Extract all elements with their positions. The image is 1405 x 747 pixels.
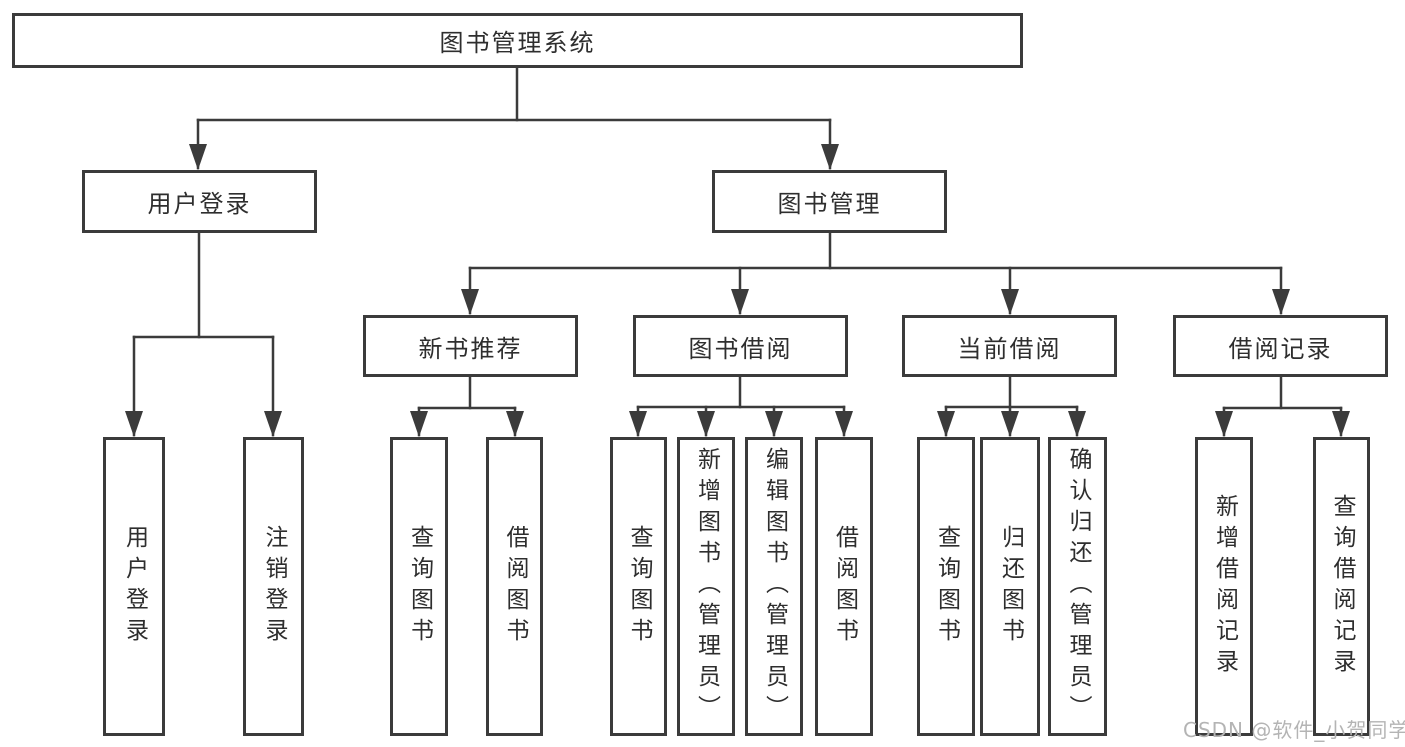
leaf-borrow-books-recommend: 借阅图书	[486, 437, 543, 736]
node-user-login: 用户登录	[82, 170, 317, 233]
arrowheads	[125, 144, 1350, 437]
leaf-confirm-return-admin: 确认归还（管理员）	[1048, 437, 1107, 736]
node-label: 当前借阅	[957, 334, 1062, 363]
node-new-book-recommend: 新书推荐	[363, 315, 578, 377]
node-label: 新增借阅记录	[1211, 493, 1238, 680]
leaf-edit-books-admin: 编辑图书（管理员）	[745, 437, 803, 736]
leaf-query-books-current: 查询图书	[917, 437, 975, 736]
leaf-logout: 注销登录	[243, 437, 304, 736]
node-label: 用户登录	[121, 524, 148, 649]
node-label: 借阅图书	[831, 524, 858, 649]
node-book-management: 图书管理	[712, 170, 947, 233]
node-label: 确认归还（管理员）	[1065, 447, 1091, 726]
leaf-query-books-borrow: 查询图书	[610, 437, 667, 736]
node-label: 借阅图书	[502, 524, 528, 649]
leaf-query-books-recommend: 查询图书	[390, 437, 448, 736]
node-label: 编辑图书（管理员）	[761, 447, 788, 726]
node-label: 注销登录	[261, 524, 287, 649]
node-label: 新书推荐	[418, 334, 523, 363]
node-library-system: 图书管理系统	[12, 13, 1023, 68]
leaf-add-books-admin: 新增图书（管理员）	[677, 437, 735, 736]
leaf-borrow-books: 借阅图书	[815, 437, 873, 736]
node-label: 用户登录	[147, 190, 252, 218]
node-current-borrow: 当前借阅	[902, 315, 1117, 377]
node-label: 查询借阅记录	[1329, 493, 1355, 680]
node-label: 图书管理系统	[439, 29, 596, 57]
node-label: 新增图书（管理员）	[693, 447, 720, 726]
csdn-watermark: CSDN @软件_小贺同学	[1183, 718, 1405, 742]
node-label: 查询图书	[626, 524, 652, 649]
node-label: 图书管理	[777, 190, 882, 218]
node-label: 图书借阅	[688, 334, 793, 363]
node-book-borrow: 图书借阅	[633, 315, 848, 377]
leaf-user-login: 用户登录	[103, 437, 165, 736]
leaf-query-borrow-record: 查询借阅记录	[1313, 437, 1370, 736]
leaf-add-borrow-record: 新增借阅记录	[1195, 437, 1253, 736]
node-label: 查询图书	[406, 524, 433, 649]
leaf-return-books: 归还图书	[980, 437, 1040, 736]
node-label: 归还图书	[997, 524, 1024, 649]
node-label: 借阅记录	[1228, 334, 1333, 363]
node-label: 查询图书	[933, 524, 960, 649]
node-borrow-records: 借阅记录	[1173, 315, 1388, 377]
